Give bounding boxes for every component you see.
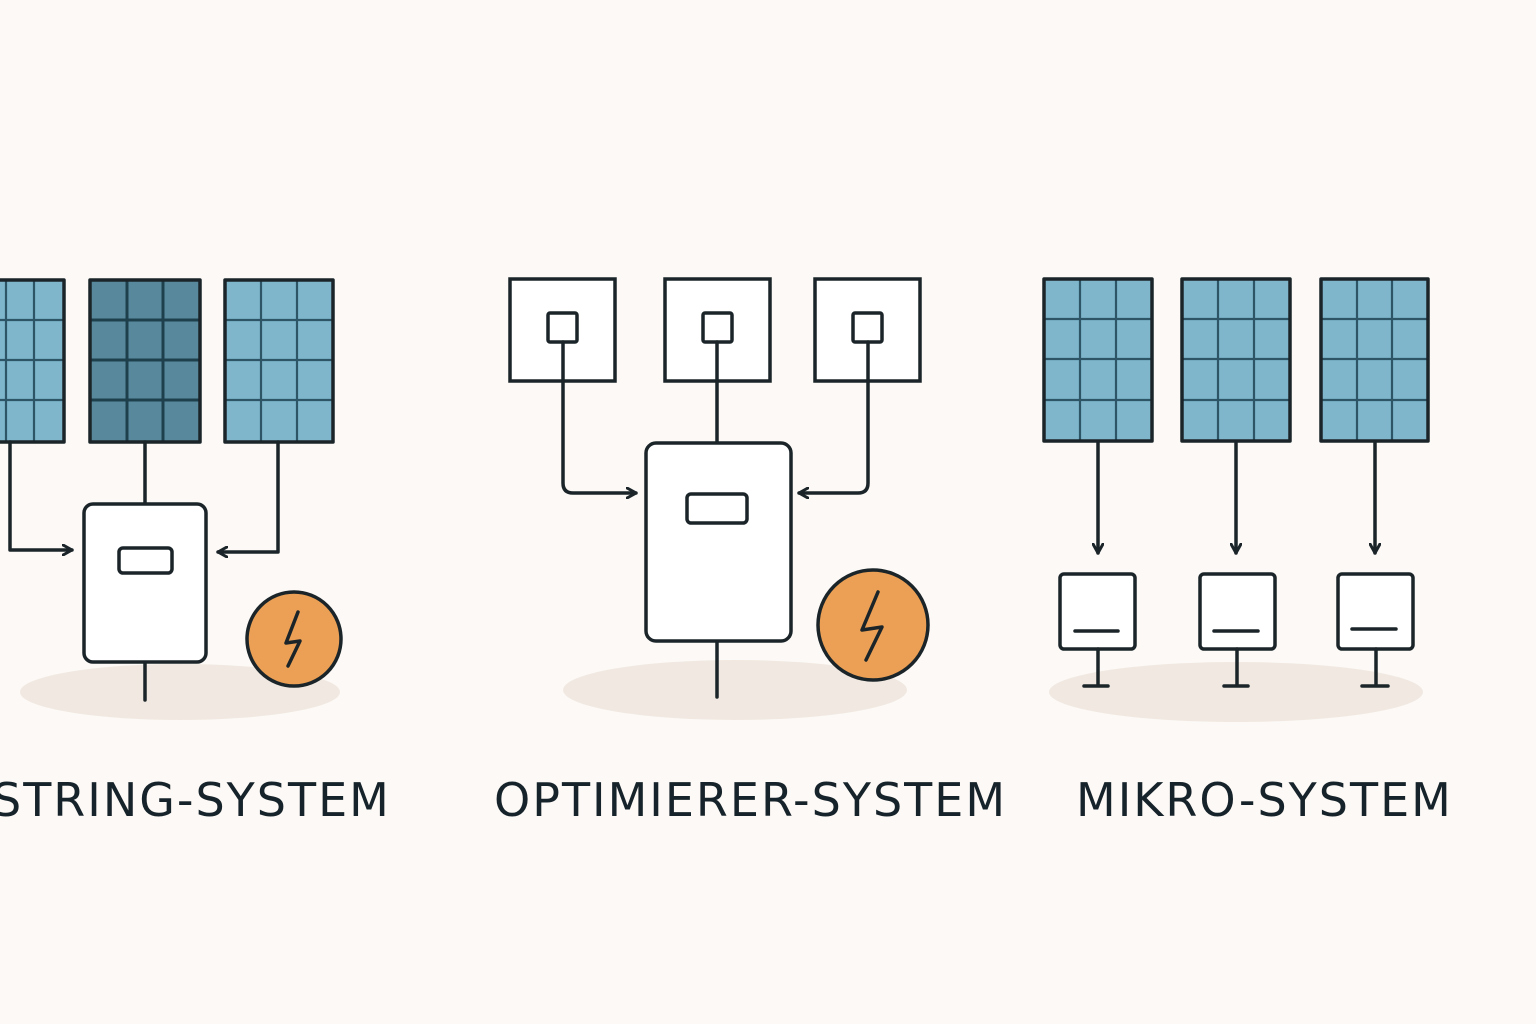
microinverter-icon [1198, 572, 1277, 688]
inverter-icon [82, 502, 208, 664]
lightning-icon [816, 568, 930, 682]
optimizer-system-diagram [508, 277, 930, 720]
micro-system-diagram [1042, 277, 1430, 722]
solar-panel-icon [88, 278, 202, 444]
connection-lines [1098, 441, 1375, 555]
microinverter-icon [1336, 572, 1415, 688]
connection-lines [561, 340, 870, 699]
solar-panel-icon [1319, 277, 1430, 443]
solar-panel-icon [223, 278, 335, 444]
optimizer-system-label: OPTIMIERER-SYSTEM [494, 773, 1008, 827]
ground-shadow [563, 660, 907, 720]
connection-lines [8, 440, 280, 702]
ground-shadow [1049, 662, 1423, 722]
solar-panel-icon [0, 278, 66, 444]
lightning-icon [245, 590, 343, 688]
string-system-diagram [0, 278, 343, 720]
microinverter-icon [1058, 572, 1137, 688]
string-system-label: STRING-SYSTEM [0, 773, 391, 827]
ground-shadow [20, 664, 340, 720]
solar-panel-icon [1042, 277, 1154, 443]
inverter-icon [644, 441, 793, 643]
solar-panel-icon [1180, 277, 1292, 443]
optimizer-icon [508, 277, 617, 383]
micro-system-label: MIKRO-SYSTEM [1076, 773, 1453, 827]
